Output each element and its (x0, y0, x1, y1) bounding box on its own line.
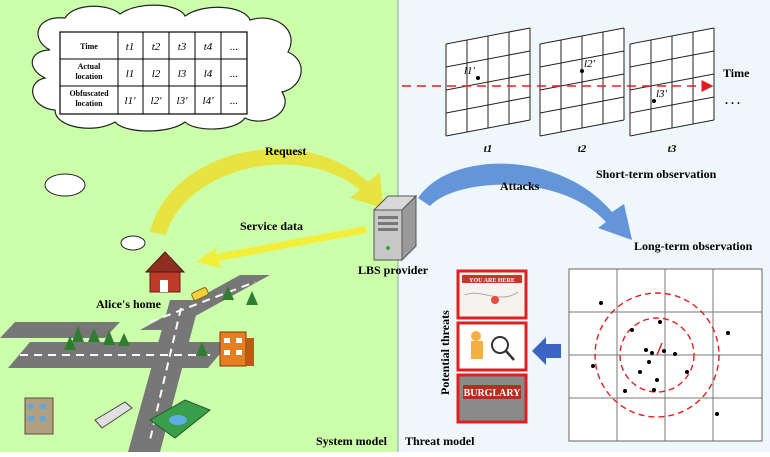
table-cell: ... (230, 95, 238, 107)
car-icon (191, 287, 209, 301)
threat-image-stalker (456, 321, 528, 372)
table-cell: l1 (126, 68, 135, 80)
potential-threats-label: Potential threats (438, 310, 452, 395)
threat-image-burglary: BURGLARY (456, 373, 528, 424)
observed-point (580, 69, 584, 73)
observation-grid-t3: l3' t3 (629, 27, 715, 155)
observed-point-label: l3' (656, 88, 668, 100)
table-cell: t1 (126, 41, 135, 53)
attacks-label: Attacks (500, 179, 540, 193)
inference-arrow (532, 337, 561, 365)
observed-point (476, 76, 480, 80)
table-row-header: Time (80, 42, 98, 51)
table-cell: l1' (125, 95, 137, 107)
table-cell: l2' (151, 95, 163, 107)
table-cell: t4 (204, 41, 213, 53)
thought-bubble-small (120, 235, 146, 251)
short-term-grids: l1' t1 l2' t2 l3' t3 (445, 27, 715, 155)
threat-image-you-are-here: YOU ARE HERE (456, 269, 528, 320)
short-term-label: Short-term observation (596, 167, 717, 181)
request-label: Request (265, 144, 306, 158)
observed-point (652, 99, 656, 103)
service-data-arrow (196, 226, 367, 268)
table-cell: t2 (152, 41, 161, 53)
lbs-provider-label: LBS provider (358, 263, 429, 277)
table-cell: t3 (178, 41, 187, 53)
svg-text:BURGLARY: BURGLARY (464, 388, 522, 399)
grid-time-label: t3 (668, 143, 677, 155)
city-map (0, 251, 270, 452)
apartment-building-icon (219, 331, 254, 367)
observed-point-label: l1' (464, 65, 476, 77)
table-cell: l3' (177, 95, 189, 107)
thought-bubble-large (44, 173, 86, 197)
table-cell: ... (230, 68, 238, 80)
table-cell: l4 (204, 68, 213, 80)
system-model-label: System model (316, 434, 388, 448)
bus-icon (94, 401, 133, 429)
observation-grid-t1: l1' t1 (445, 27, 531, 155)
table-cell: l4' (203, 95, 215, 107)
observation-grid-t2: l2' t2 (539, 27, 625, 155)
table-cell: ... (230, 41, 238, 53)
alice-house-icon (144, 251, 186, 293)
long-term-observation-grid (568, 268, 763, 442)
attack-arrow (418, 163, 632, 240)
table-cell: l3 (178, 68, 187, 80)
lbs-server-icon (372, 194, 418, 262)
observed-point-label: l2' (584, 58, 596, 70)
threat-model-label: Threat model (405, 434, 475, 448)
service-data-label: Service data (240, 219, 303, 233)
table-cell: l2 (152, 68, 161, 80)
grid-time-label: t1 (484, 143, 493, 155)
time-axis-label: Time (723, 66, 750, 80)
svg-text:YOU ARE HERE: YOU ARE HERE (469, 278, 515, 284)
request-arrow (150, 148, 383, 235)
grid-time-label: t2 (578, 143, 587, 155)
continuation-dots: . . . (725, 93, 740, 107)
long-term-label: Long-term observation (634, 239, 753, 253)
alices-home-label: Alice's home (96, 297, 162, 311)
office-building-icon (24, 397, 54, 435)
